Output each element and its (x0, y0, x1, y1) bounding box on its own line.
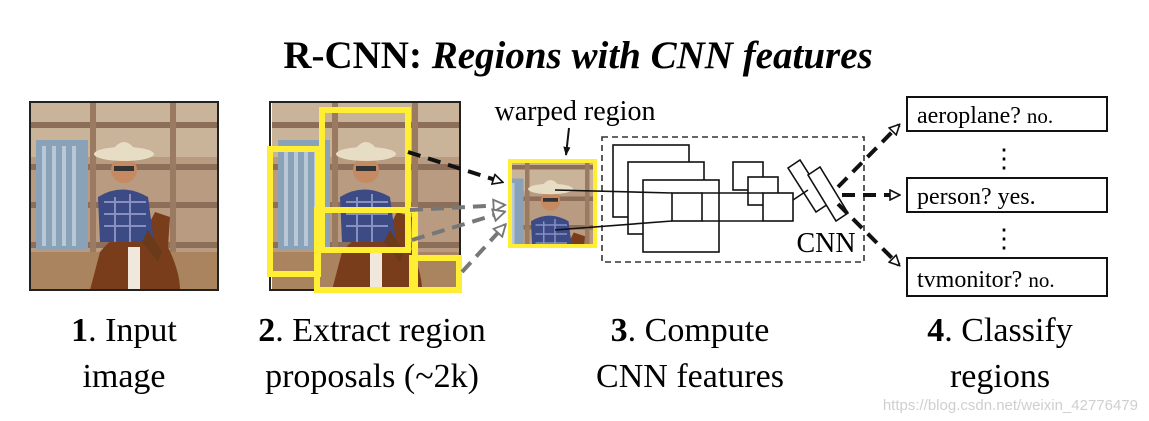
cnn-layers (554, 144, 850, 253)
cowboy-on-horse-photo-icon (512, 163, 593, 244)
svg-text:proposals (~2k): proposals (~2k) (265, 358, 479, 395)
watermark: https://blog.csdn.net/weixin_42776479 (883, 397, 1138, 414)
proposal-box-small (409, 255, 462, 293)
svg-text:regions: regions (950, 358, 1050, 395)
proposal-box-horse (314, 207, 418, 293)
svg-text:4. Classify: 4. Classify (927, 312, 1072, 349)
step-caption-1: 1. Input image (71, 312, 177, 395)
cnn-label: CNN (796, 228, 855, 259)
feature-map (671, 192, 703, 222)
input-image (29, 101, 219, 291)
ellipsis: ⋮ (991, 144, 1017, 173)
class-box-aeroplane: aeroplane? no. (906, 96, 1108, 132)
ellipsis: ⋮ (991, 224, 1017, 253)
cowboy-on-horse-photo-icon (271, 102, 460, 290)
proposal-box-rider (319, 107, 411, 253)
step-caption-2: 2. Extract region proposals (~2k) (258, 312, 486, 395)
dashed-arrow-gray (409, 205, 504, 210)
class-arrows (836, 125, 899, 265)
svg-text:CNN features: CNN features (596, 358, 784, 395)
svg-text:image: image (82, 358, 165, 395)
svg-text:aeroplane? no.: aeroplane? no. (917, 103, 1053, 129)
proposal-arrows (407, 150, 505, 274)
cowboy-on-horse-photo-icon (30, 102, 218, 290)
class-box-tvmonitor: tvmonitor? no. (906, 257, 1108, 297)
warped-region-image (508, 159, 597, 248)
svg-text:1. Input: 1. Input (71, 312, 177, 349)
step-caption-4: 4. Classify regions (927, 312, 1072, 395)
svg-text:3. Compute: 3. Compute (611, 312, 770, 349)
dashed-arrow-dark (407, 150, 502, 182)
fc-layer (806, 165, 850, 223)
region-proposals-image (267, 101, 462, 293)
svg-text:2. Extract region: 2. Extract region (258, 312, 486, 349)
dashed-arrow-dark (836, 125, 899, 189)
svg-text:tvmonitor? no.: tvmonitor? no. (917, 267, 1055, 293)
class-box-person: person? yes. (906, 177, 1108, 213)
warped-region-pointer (563, 127, 571, 156)
dashed-arrow-dark (836, 202, 899, 265)
cnn-container (601, 136, 865, 263)
diagram-title: R-CNN: Regions with CNN features (283, 34, 872, 77)
step-caption-3: 3. Compute CNN features (596, 312, 784, 395)
dashed-arrow-gray (411, 212, 504, 242)
feature-map (762, 192, 794, 222)
warped-region-label: warped region (495, 96, 656, 127)
dashed-arrow-gray (460, 225, 505, 274)
svg-text:person? yes.: person? yes. (917, 184, 1036, 210)
